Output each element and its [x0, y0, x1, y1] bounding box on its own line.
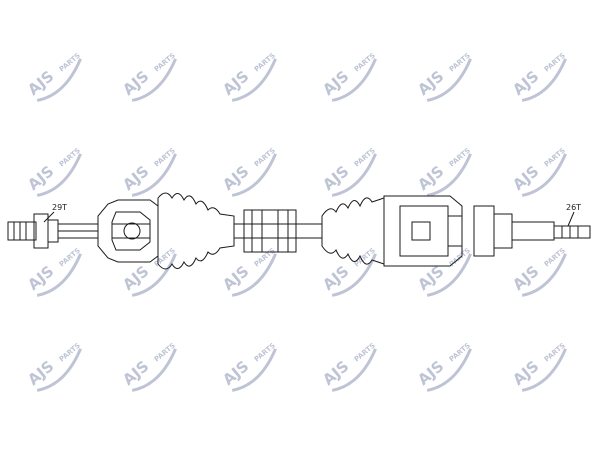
- logo-swoosh-icon: [231, 348, 277, 392]
- left-cv-joint: [97, 199, 159, 263]
- right-tripod-joint: [383, 195, 463, 267]
- logo-swoosh-icon: [331, 348, 377, 392]
- logo-swoosh-icon: [426, 253, 472, 297]
- logo-swoosh-icon: [521, 58, 567, 102]
- left-leader-line: [43, 211, 55, 223]
- logo-swoosh-icon: [36, 153, 82, 197]
- logo-swoosh-icon: [426, 348, 472, 392]
- logo-swoosh-icon: [131, 153, 177, 197]
- left-spline-stub: [7, 213, 99, 249]
- right-leader-line: [567, 211, 575, 227]
- logo-swoosh-icon: [131, 253, 177, 297]
- logo-swoosh-icon: [331, 153, 377, 197]
- logo-swoosh-icon: [331, 58, 377, 102]
- logo-swoosh-icon: [231, 253, 277, 297]
- right-spline-stub: [473, 205, 591, 257]
- logo-swoosh-icon: [231, 58, 277, 102]
- right-teeth-label: 26T: [566, 203, 581, 212]
- logo-swoosh-icon: [131, 58, 177, 102]
- logo-swoosh-icon: [426, 58, 472, 102]
- logo-swoosh-icon: [521, 348, 567, 392]
- logo-swoosh-icon: [36, 253, 82, 297]
- drive-shaft: [7, 192, 591, 270]
- logo-swoosh-icon: [131, 348, 177, 392]
- logo-swoosh-icon: [231, 153, 277, 197]
- left-boot: [157, 192, 235, 270]
- logo-swoosh-icon: [521, 253, 567, 297]
- logo-swoosh-icon: [36, 58, 82, 102]
- logo-swoosh-icon: [331, 253, 377, 297]
- shaft-bar: [234, 209, 322, 253]
- logo-swoosh-icon: [36, 348, 82, 392]
- left-teeth-label: 29T: [52, 203, 67, 212]
- logo-swoosh-icon: [521, 153, 567, 197]
- logo-swoosh-icon: [426, 153, 472, 197]
